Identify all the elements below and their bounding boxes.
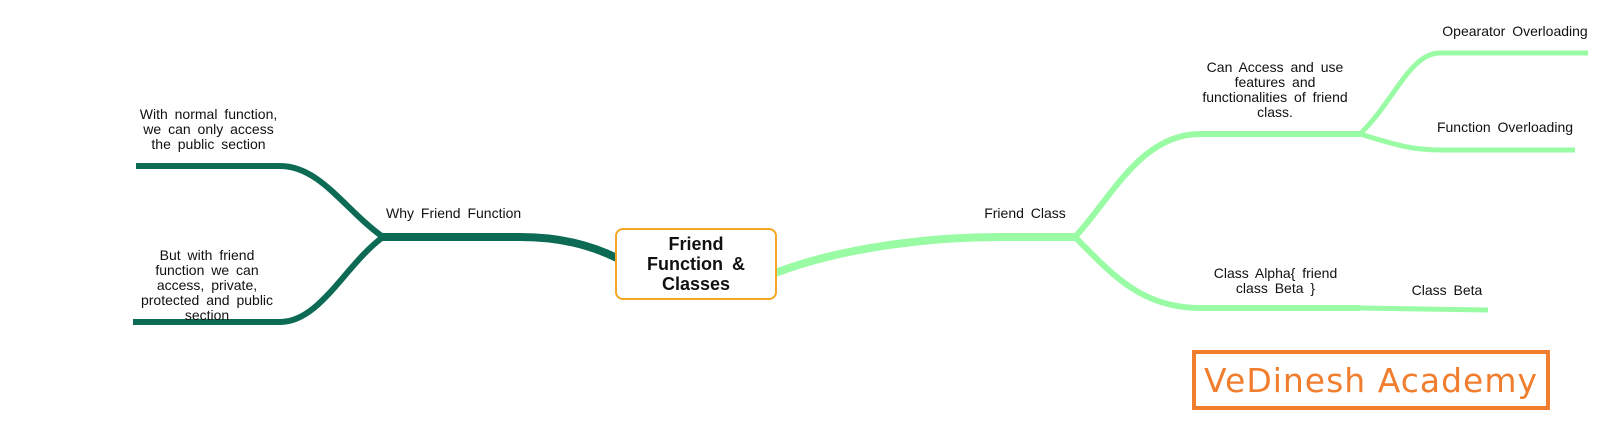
- leaf-function-overloading[interactable]: Function Overloading: [1436, 119, 1574, 135]
- note-friend-function-access[interactable]: But with friend function we can access, …: [140, 247, 274, 323]
- connector-central-to-friend-class: [774, 233, 1079, 276]
- note-class-alpha[interactable]: Class Alpha{ friend class Beta }: [1213, 265, 1338, 296]
- branch-label-friend-class[interactable]: Friend Class: [984, 205, 1066, 221]
- branch-label-why-friend-function[interactable]: Why Friend Function: [386, 205, 522, 221]
- watermark-box: VeDinesh Academy: [1192, 350, 1550, 410]
- note-access-features[interactable]: Can Access and use features and function…: [1202, 59, 1348, 120]
- connector-to-function-overloading: [1359, 131, 1575, 153]
- leaf-operator-overloading[interactable]: Opearator Overloading: [1442, 23, 1588, 39]
- connector-to-operator-overloading: [1358, 50, 1588, 136]
- connector-to-access-features-note: [1072, 131, 1360, 240]
- connector-to-class-alpha-note: [1072, 234, 1360, 311]
- connector-to-class-beta: [1359, 305, 1489, 313]
- watermark-text: VeDinesh Academy: [1204, 360, 1538, 400]
- connector-to-friend-function-note: [133, 234, 385, 325]
- connector-to-normal-function-note: [136, 163, 385, 240]
- leaf-class-beta[interactable]: Class Beta: [1411, 282, 1483, 298]
- central-topic-node[interactable]: Friend Function & Classes: [615, 228, 777, 300]
- central-topic-label: Friend Function & Classes: [647, 234, 745, 294]
- connector-central-to-why-friend-function: [379, 233, 621, 262]
- note-normal-function[interactable]: With normal function, we can only access…: [139, 106, 278, 152]
